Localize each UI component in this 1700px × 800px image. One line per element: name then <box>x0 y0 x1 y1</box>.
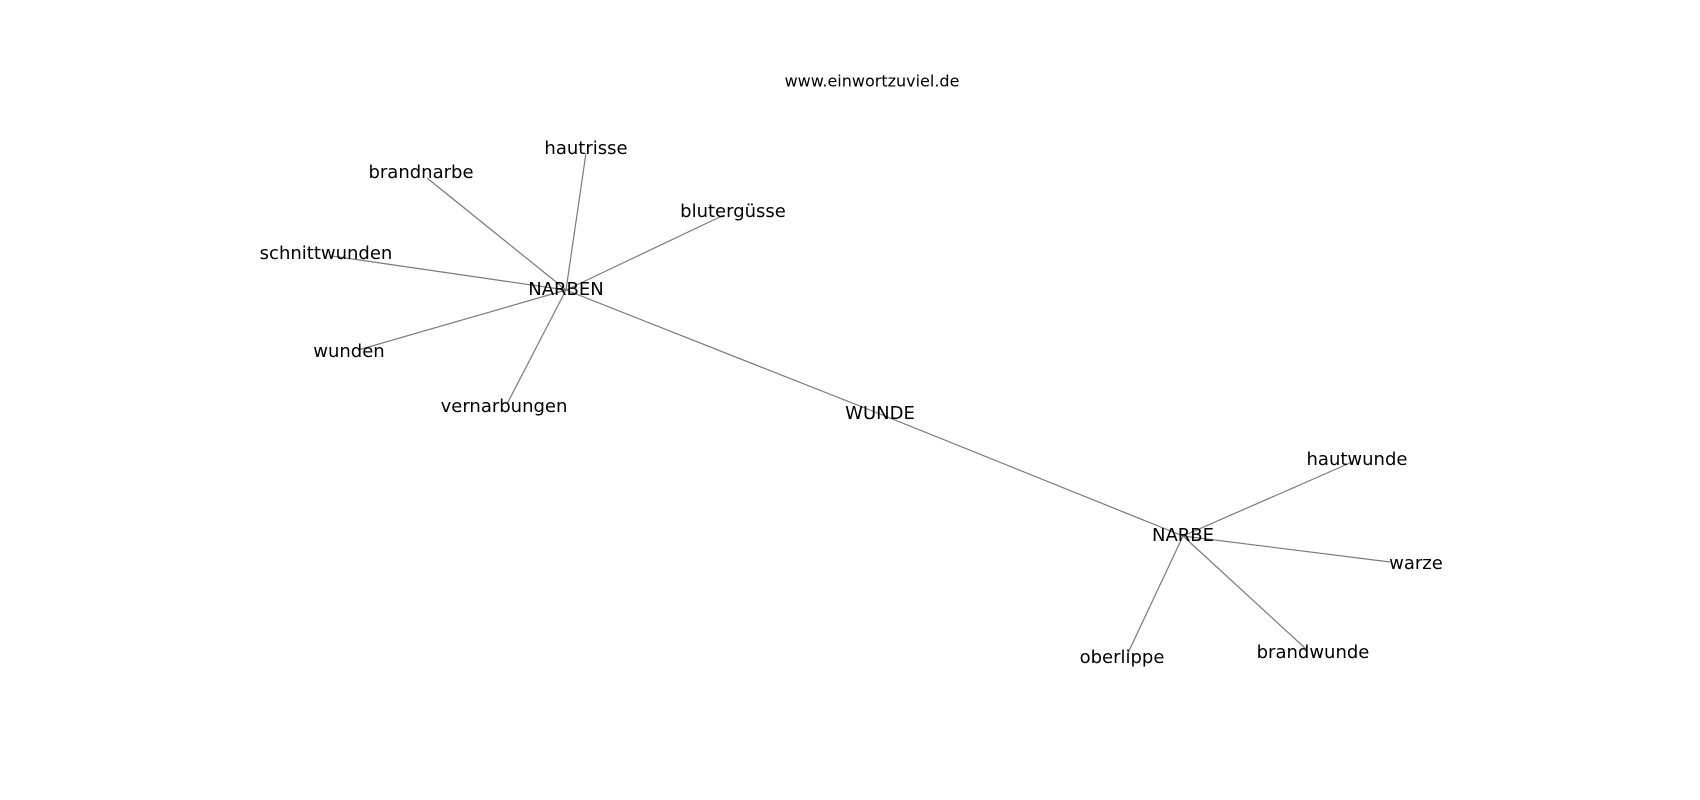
node-labels-group: WUNDE NARBEN NARBE hautrisse brandnarbe blute… <box>260 138 1443 668</box>
node-bluterguesse: blutergüsse <box>680 201 786 222</box>
node-narbe: NARBE <box>1152 525 1214 546</box>
edge-narben-vernarbungen <box>506 289 567 405</box>
edge-wunde-narbe <box>879 413 1184 537</box>
edge-narben-hautrisse <box>565 152 587 291</box>
node-brandwunde: brandwunde <box>1257 642 1370 663</box>
edges-group <box>331 152 1391 654</box>
node-hautwunde: hautwunde <box>1307 449 1408 470</box>
site-label: www.einwortzuviel.de <box>785 72 960 91</box>
edge-narbe-oberlippe <box>1127 535 1184 654</box>
edge-narbe-brandwunde <box>1182 535 1307 650</box>
edge-narben-bluterguesse <box>565 214 725 291</box>
node-warze: warze <box>1389 553 1443 574</box>
node-wunden: wunden <box>313 341 384 362</box>
node-narben: NARBEN <box>528 279 603 300</box>
edge-narben-wunden <box>357 289 567 351</box>
node-vernarbungen: vernarbungen <box>441 396 568 417</box>
node-oberlippe: oberlippe <box>1080 647 1165 668</box>
edge-narbe-warze <box>1182 535 1391 563</box>
node-wunde: WUNDE <box>845 403 915 424</box>
node-brandnarbe: brandnarbe <box>368 162 473 183</box>
edge-narbe-hautwunde <box>1182 462 1351 537</box>
edge-narben-brandnarbe <box>426 177 567 291</box>
edge-narben-schnittwunden <box>331 255 567 291</box>
node-schnittwunden: schnittwunden <box>260 243 393 264</box>
edge-narben-wunde <box>565 289 881 415</box>
node-hautrisse: hautrisse <box>544 138 627 159</box>
